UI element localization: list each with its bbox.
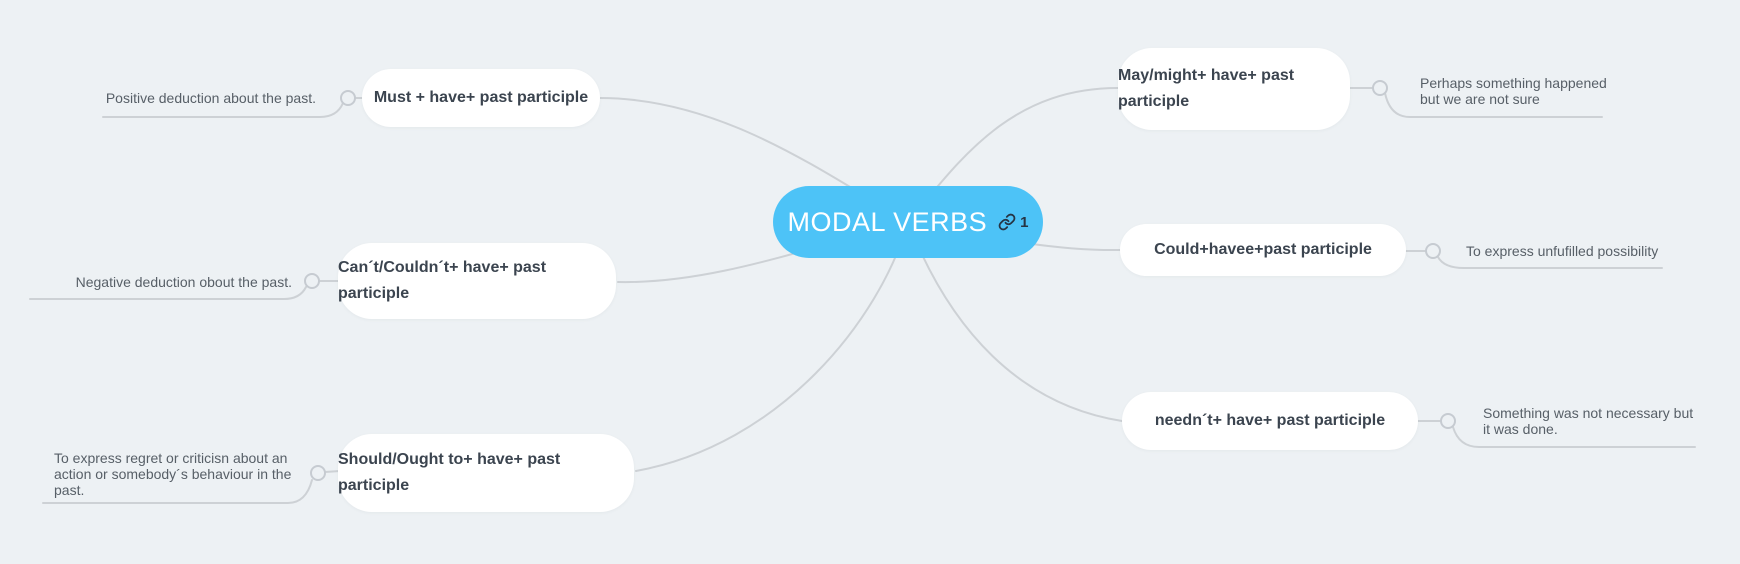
note-anchor-must (340, 90, 356, 106)
central-topic[interactable]: MODAL VERBS 1 (773, 186, 1043, 258)
topic-cant-label-line1: Can´t/Couldn´t+ have+ past (338, 259, 547, 276)
note-line-may (1384, 92, 1603, 118)
topic-cant-couldnt[interactable]: Can´t/Couldn´t+ have+ past participle (338, 243, 616, 319)
note-stem-should (324, 470, 341, 473)
topic-may-label-line2: participle (1118, 93, 1190, 110)
note-must[interactable]: Positive deduction about the past. (106, 90, 316, 106)
note-anchor-cant (304, 273, 320, 289)
topic-could[interactable]: Could+havee+past participle (1120, 224, 1406, 276)
note-anchor-may (1372, 80, 1388, 96)
note-could-text: To express unfufilled possibility (1466, 243, 1659, 259)
topic-could-label: Could+havee+past participle (1154, 241, 1372, 258)
link-icon (998, 213, 1016, 231)
branch-line-should (635, 221, 909, 472)
branch-line-neednt (907, 221, 1123, 422)
topic-cant-label-line2: participle (338, 285, 410, 302)
note-should-text-line1: To express regret or criticisn about an (54, 450, 288, 466)
note-line-must (102, 102, 344, 118)
note-may-text-line2: but we are not sure (1420, 91, 1540, 107)
note-anchor-neednt (1440, 413, 1456, 429)
note-neednt-text-line1: Something was not necessary but (1483, 405, 1694, 421)
note-line-should (42, 479, 313, 504)
note-neednt[interactable]: Something was not necessary but it was d… (1483, 405, 1693, 437)
note-should-text-line2: action or somebody´s behaviour in the (54, 466, 292, 482)
topic-should-label-line2: participle (338, 477, 410, 494)
topic-must[interactable]: Must + have+ past participle (362, 69, 600, 127)
topic-must-label: Must + have+ past participle (373, 89, 589, 106)
note-cant-couldnt[interactable]: Negative deduction obout the past. (76, 274, 292, 290)
central-topic-label: MODAL VERBS (787, 206, 988, 237)
note-may-might[interactable]: Perhaps something happened but we are no… (1420, 75, 1607, 107)
topic-should-label-line1: Should/Ought to+ have+ past (338, 451, 561, 468)
note-anchor-could (1425, 243, 1441, 259)
topic-may-might[interactable]: May/might+ have+ past participle (1118, 48, 1350, 130)
note-line-cant (29, 286, 307, 300)
note-anchor-should (310, 465, 326, 481)
hyperlink-count: 1 (1020, 213, 1029, 231)
note-cant-text: Negative deduction obout the past. (75, 274, 292, 290)
topic-neednt-label: needn´t+ have+ past participle (1154, 412, 1386, 429)
hyperlink-badge[interactable]: 1 (998, 213, 1028, 231)
note-line-neednt (1452, 426, 1696, 448)
topic-neednt[interactable]: needn´t+ have+ past participle (1122, 392, 1418, 450)
topic-should-ought[interactable]: Should/Ought to+ have+ past participle (338, 434, 634, 512)
note-should-ought[interactable]: To express regret or criticisn about an … (54, 450, 291, 498)
note-line-could (1437, 256, 1663, 269)
topic-may-label-line1: May/might+ have+ past (1118, 67, 1295, 84)
note-should-text-line3: past. (54, 482, 85, 498)
note-may-text-line1: Perhaps something happened (1420, 75, 1607, 91)
note-neednt-text-line2: it was done. (1483, 421, 1558, 437)
note-could[interactable]: To express unfufilled possibility (1466, 243, 1658, 259)
note-must-text: Positive deduction about the past. (105, 90, 316, 106)
